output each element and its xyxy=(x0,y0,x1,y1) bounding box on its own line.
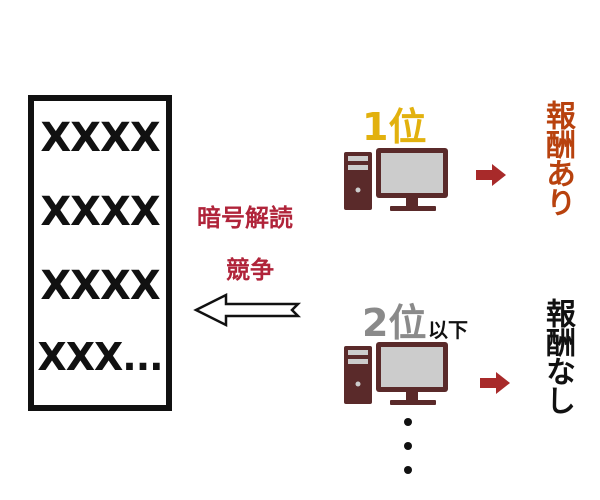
continuation-dot xyxy=(404,466,412,474)
red-right-arrow-icon xyxy=(476,164,506,186)
ledger-line: XXX... xyxy=(37,335,163,379)
hollow-left-arrow-icon xyxy=(193,292,302,328)
ledger-block: XXXX XXXX XXXX XXX... xyxy=(28,95,172,411)
computer-icon xyxy=(344,342,448,405)
reward-second-label: 報酬なし xyxy=(540,298,575,414)
rank-first-label: 1位 xyxy=(362,105,427,149)
continuation-dot xyxy=(404,418,412,426)
ledger-line: XXXX xyxy=(40,189,160,235)
competition-label-line2: 競争 xyxy=(226,256,274,284)
ledger-line: XXXX xyxy=(40,115,160,161)
continuation-dot xyxy=(404,442,412,450)
computer-icon xyxy=(344,148,448,211)
red-right-arrow-icon xyxy=(480,372,510,394)
rank-second-suffix: 以下 xyxy=(428,318,468,342)
competition-label-line1: 暗号解読 xyxy=(197,204,293,232)
rank-second-label: 2位 xyxy=(362,301,427,345)
ledger-line: XXXX xyxy=(40,263,160,309)
reward-first-label: 報酬あり xyxy=(540,100,575,216)
